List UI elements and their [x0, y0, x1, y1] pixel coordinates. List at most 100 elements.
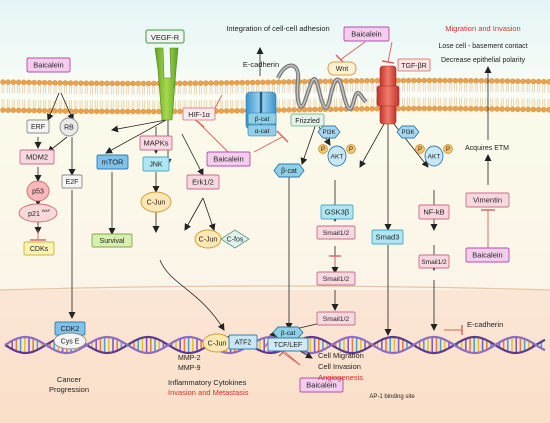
tcf-lef-node-label: TCF/LEF [274, 342, 302, 349]
phospho-label-0: P [321, 147, 325, 153]
tcf-lef-node: TCF/LEF [267, 337, 309, 352]
e2f-node: E2F [61, 174, 83, 189]
cjun-nuc-node: C-Jun [202, 333, 232, 353]
baicalein-box-right-label: Baicalein [472, 251, 502, 260]
snail-node-2: Smail1/2 [418, 254, 450, 269]
invasion-metastasis-label: Invasion and Metastasis [168, 388, 249, 397]
baicalein-box-center: Baicalein [206, 151, 251, 167]
inhibition-line-1 [214, 94, 223, 109]
cjun-erk-node: C-Jun [194, 229, 222, 249]
akt-node-1-label: AKT [331, 153, 344, 160]
integration-label: Integration of cell-cell adhesion [226, 24, 329, 33]
erf-node: ERF [26, 119, 50, 134]
pi3k-node-2-label: PI3K [401, 130, 414, 136]
acquires-etm-label: Acquires ETM [465, 145, 509, 152]
cancer-label: Cancer [57, 375, 82, 384]
hif1a-node: HIF-1α [182, 107, 216, 121]
pi3k-node-1-label: PI3K [322, 130, 335, 136]
atf2-node: ATF2 [228, 334, 258, 350]
inhibition-bar-5 [381, 60, 395, 64]
alpha-catenin [247, 124, 277, 137]
cdks-node-label: CDKs [30, 246, 49, 253]
inhibition-bar-3 [276, 130, 289, 143]
cell-invasion-label: Cell Invasion [318, 362, 361, 371]
beta-catenin-nuc: β-cat [272, 326, 304, 339]
gsk3b-node: GSK3β [320, 204, 354, 220]
phospho-label-1: P [349, 147, 353, 153]
pi3k-node-2: PI3K [396, 125, 420, 139]
mapks-node: MAPKs [139, 135, 173, 151]
snail-node-4-label: Smail1/2 [323, 316, 350, 323]
rb-node: RB [59, 117, 79, 137]
migration-invasion-label: Migration and Invasion [445, 24, 520, 33]
lose-contact-label: Lose cell - basement contact [438, 43, 527, 50]
cjun-erk-node-label: C-Jun [199, 236, 218, 243]
inflammatory-cytokines-label: Inflammatory Cytokines [168, 378, 247, 387]
arrow-connector-1 [60, 92, 74, 121]
baicalein-box-top: Baicalein [343, 26, 390, 42]
wnt-label: Wnt [336, 66, 349, 73]
ap1-binding-site-label: AP-1 binding site [369, 394, 415, 400]
mmp9-label: MMP-9 [178, 365, 201, 372]
nucleus-region [0, 290, 550, 423]
mtor-node-label: mTOR [102, 158, 125, 167]
snail-node-4: Smail1/2 [316, 311, 356, 326]
arrow-connector-18 [184, 197, 204, 231]
frizzled-label-box [290, 113, 325, 127]
mapks-node-label: MAPKs [143, 139, 168, 148]
tgfbr-receptor: TGF-βR [376, 58, 431, 125]
cjun-cyto-node: C-Jun [140, 191, 172, 213]
snail-node-1: Smail1/2 [316, 225, 356, 240]
phospho-node-1: P [346, 144, 356, 154]
arrow-connector-10 [105, 119, 167, 154]
arrow-connector-19 [159, 259, 225, 331]
snail-node-3: Smail1/2 [316, 271, 356, 286]
e2f-node-label: E2F [66, 179, 79, 186]
survival-node: Survival [91, 233, 133, 248]
smad3-node: Smad3 [371, 229, 404, 245]
cfos-node: C-fos [220, 229, 250, 249]
snail-node-3-label: Smail1/2 [323, 276, 350, 283]
nuclear-envelope [0, 285, 550, 291]
e-cadherin-top-label: E-cadherin [243, 60, 279, 69]
angiogenesis-label: Angiogenesis [318, 373, 363, 382]
mtor-node: mTOR [96, 154, 129, 170]
phospho-node-0: P [318, 144, 328, 154]
arrow-connector-0 [47, 92, 60, 121]
pi3k-node-1: PI3K [317, 125, 341, 139]
phospho-node-3: P [443, 144, 453, 154]
p21-superscript: WAF [42, 208, 51, 213]
nfkb-node: NF-kB [418, 204, 450, 220]
baicalein-box-top-label: Baicalein [351, 30, 381, 39]
baicalein-box-right: Baicalein [465, 247, 510, 263]
atf2-node-label: ATF2 [235, 339, 252, 346]
cjun-nuc-node-label: C-Jun [208, 340, 227, 347]
beta-catenin-cyto: β-cat [273, 163, 305, 178]
frizzled-receptor: Frizzled [276, 63, 368, 127]
p53-node-label: p53 [32, 188, 44, 195]
arrow-connector-3 [47, 136, 68, 153]
gsk3b-node-label: GSK3β [325, 208, 350, 217]
arrow-connector-9 [111, 119, 167, 133]
hif1a-label: HIF-1α [188, 112, 210, 119]
wnt-ligand: Wnt [327, 61, 357, 76]
akt-node-2-label: AKT [428, 153, 441, 160]
cdks-node: CDKs [23, 241, 55, 256]
pathway-nodes: BaicaleinBaicaleinBaicaleinBaicaleinBaic… [18, 26, 510, 393]
tgfbr-label: TGF-βR [401, 63, 426, 70]
alpha-catenin-label: α-cat [255, 128, 270, 135]
baicalein-box-bottom-label: Baicalein [306, 381, 336, 390]
baicalein-box-left-label: Baicalein [33, 61, 63, 70]
akt-node-1: AKT [327, 145, 347, 167]
beta-catenin-membrane [247, 112, 277, 125]
jnk-node-label: JNK [149, 161, 163, 168]
inhibition-connectors [30, 41, 495, 366]
mdm2-node-label: MDM2 [26, 153, 48, 162]
cjun-cyto-node-label: C-Jun [147, 199, 166, 206]
rb-node-label: RB [64, 124, 74, 131]
erf-node-label: ERF [31, 124, 45, 131]
cyse-node: Cys E [53, 332, 87, 350]
nucleus-labels: Cancer Progression MMP-2 MMP-9 Inflammat… [49, 320, 503, 400]
baicalein-box-bottom: Baicalein [299, 377, 344, 393]
